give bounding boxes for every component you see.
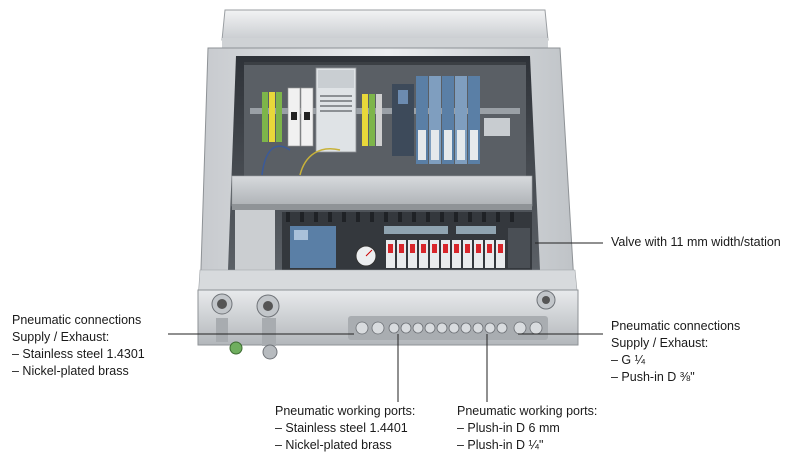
callout-pneumatic-left-item-1: – Stainless steel 1.4301: [12, 347, 145, 361]
callout-working-ports-left-title: Pneumatic working ports:: [275, 404, 416, 418]
callout-pneumatic-left-title: Pneumatic connections: [12, 313, 142, 327]
callout-valve-width: Valve with 11 mm width/station: [611, 234, 781, 251]
enclosure-lid: [221, 9, 549, 48]
callout-valve-width-text: Valve with 11 mm width/station: [611, 235, 781, 249]
pneumatic-fittings: [348, 316, 548, 340]
callout-working-ports-right-item-2: – Plush-in D ¼": [457, 438, 544, 452]
leader-lines: [168, 242, 603, 402]
callout-pneumatic-left: Pneumatic connections Supply / Exhaust: …: [12, 312, 145, 380]
callout-working-ports-left-item-1: – Stainless steel 1.4401: [275, 421, 408, 435]
callout-working-ports-left-item-2: – Nickel-plated brass: [275, 438, 392, 452]
callout-pneumatic-right-subtitle: Supply / Exhaust:: [611, 336, 709, 350]
callout-pneumatic-right-item-1: – G ¼: [611, 353, 646, 367]
callout-working-ports-right-item-1: – Plush-in D 6 mm: [457, 421, 560, 435]
callout-working-ports-right: Pneumatic working ports: – Plush-in D 6 …: [457, 403, 597, 454]
callout-pneumatic-right-item-2: – Push-in D ⅜": [611, 370, 695, 384]
din-rail-components: [250, 67, 520, 176]
valve-terminal: [282, 212, 532, 270]
cover-shelf: [231, 175, 533, 270]
callout-pneumatic-right-title: Pneumatic connections: [611, 319, 741, 333]
callout-working-ports-right-title: Pneumatic working ports:: [457, 404, 598, 418]
callout-pneumatic-right: Pneumatic connections Supply / Exhaust: …: [611, 318, 740, 386]
cable-glands: [211, 290, 556, 360]
callout-pneumatic-left-subtitle: Supply / Exhaust:: [12, 330, 110, 344]
callout-pneumatic-left-item-2: – Nickel-plated brass: [12, 364, 129, 378]
callout-working-ports-left: Pneumatic working ports: – Stainless ste…: [275, 403, 415, 454]
